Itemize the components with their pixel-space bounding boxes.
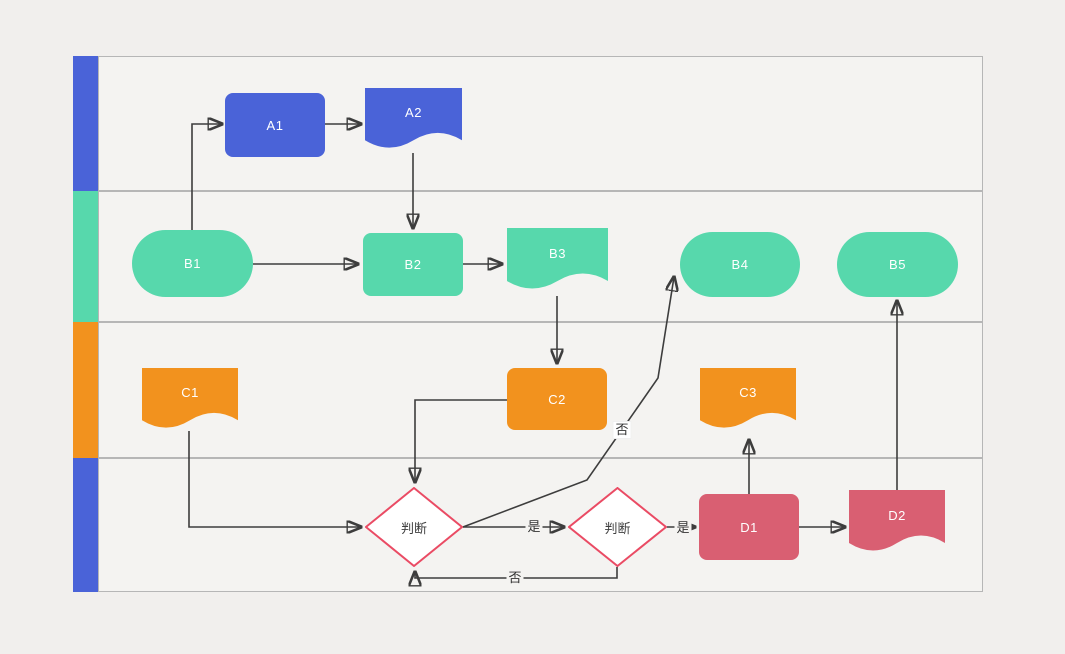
diamond-shape-icon — [365, 487, 463, 567]
edge-label-no-diagonal: 否 — [612, 421, 632, 439]
node-b4-label: B4 — [731, 257, 749, 272]
lane-1-color-bar[interactable] — [73, 56, 98, 191]
node-b3-label: B3 — [549, 245, 566, 261]
node-b4[interactable]: B4 — [680, 232, 800, 297]
node-c1-label: C1 — [181, 385, 199, 401]
node-c1[interactable]: C1 — [142, 368, 238, 435]
document-shape-icon — [142, 368, 238, 428]
node-c2-label: C2 — [548, 391, 566, 407]
document-shape-icon — [507, 228, 608, 289]
node-c2[interactable]: C2 — [507, 368, 607, 430]
node-decision1[interactable]: 判断 — [365, 487, 463, 567]
node-b5[interactable]: B5 — [837, 232, 958, 297]
node-a2-label: A2 — [405, 105, 422, 121]
node-b1-label: B1 — [184, 256, 201, 271]
node-d1-label: D1 — [740, 519, 758, 535]
edge-label-yes-1: 是 — [525, 519, 543, 535]
node-b3[interactable]: B3 — [507, 228, 608, 296]
node-c3-label: C3 — [739, 385, 757, 401]
node-decision2[interactable]: 判断 — [568, 487, 667, 567]
lane-2-color-bar[interactable] — [73, 191, 98, 322]
node-a1[interactable]: A1 — [225, 93, 325, 157]
lane-4-color-bar[interactable] — [73, 458, 98, 592]
edge-label-yes-2: 是 — [674, 520, 692, 536]
document-shape-icon — [849, 490, 945, 551]
node-c3[interactable]: C3 — [700, 368, 796, 435]
node-d2[interactable]: D2 — [849, 490, 945, 558]
node-a1-label: A1 — [266, 117, 284, 133]
node-decision2-label: 判断 — [604, 520, 631, 536]
document-shape-icon — [700, 368, 796, 428]
edge-c1-to-decision1[interactable] — [188, 431, 361, 527]
node-b2-label: B2 — [404, 257, 422, 272]
node-a2[interactable]: A2 — [365, 88, 462, 155]
node-b1[interactable]: B1 — [132, 230, 253, 297]
document-shape-icon — [365, 88, 462, 148]
node-b2[interactable]: B2 — [363, 233, 463, 296]
node-decision1-label: 判断 — [400, 520, 427, 536]
swimlane-pool — [73, 56, 983, 592]
edge-c2-to-decision1[interactable] — [415, 399, 507, 482]
node-d2-label: D2 — [888, 507, 906, 523]
edge-label-no-loop: 否 — [506, 570, 524, 586]
lane-3-color-bar[interactable] — [73, 322, 98, 458]
node-b5-label: B5 — [889, 257, 906, 272]
diamond-shape-icon — [568, 487, 667, 567]
edge-b1-to-a1[interactable] — [191, 124, 222, 230]
node-d1[interactable]: D1 — [699, 494, 799, 560]
